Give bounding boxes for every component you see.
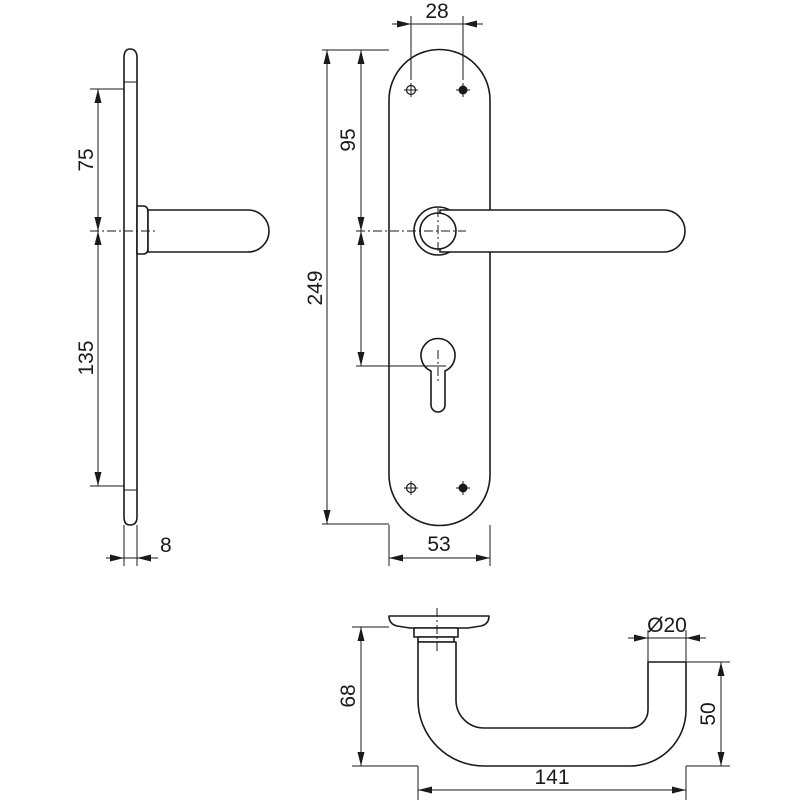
screw-hole-top-right bbox=[456, 83, 470, 97]
dim-label-diameter-20: Ø20 bbox=[647, 614, 687, 637]
side-view bbox=[90, 48, 270, 566]
top-rose-plate bbox=[388, 615, 490, 629]
front-lever bbox=[439, 209, 686, 253]
top-lever bbox=[417, 641, 687, 767]
dim-label-50: 50 bbox=[697, 702, 720, 725]
dim-label-141: 141 bbox=[534, 766, 569, 789]
side-lever bbox=[147, 209, 270, 253]
dim-label-75: 75 bbox=[75, 148, 98, 171]
side-plate bbox=[123, 48, 138, 526]
screw-hole-top-left bbox=[404, 83, 418, 97]
dim-label-53: 53 bbox=[427, 533, 450, 556]
dim-label-95: 95 bbox=[337, 128, 360, 151]
dim-label-249: 249 bbox=[304, 270, 327, 305]
dim-label-28: 28 bbox=[425, 0, 448, 23]
top-view bbox=[352, 608, 730, 800]
screw-hole-bottom-left bbox=[404, 481, 418, 495]
dim-label-68: 68 bbox=[337, 684, 360, 707]
front-view bbox=[322, 16, 686, 566]
dim-label-135: 135 bbox=[75, 340, 98, 375]
dim-label-8: 8 bbox=[160, 534, 172, 557]
screw-hole-bottom-right bbox=[456, 481, 470, 495]
top-rose-collar bbox=[413, 627, 459, 638]
front-plate bbox=[388, 48, 491, 527]
side-rose bbox=[136, 205, 149, 255]
